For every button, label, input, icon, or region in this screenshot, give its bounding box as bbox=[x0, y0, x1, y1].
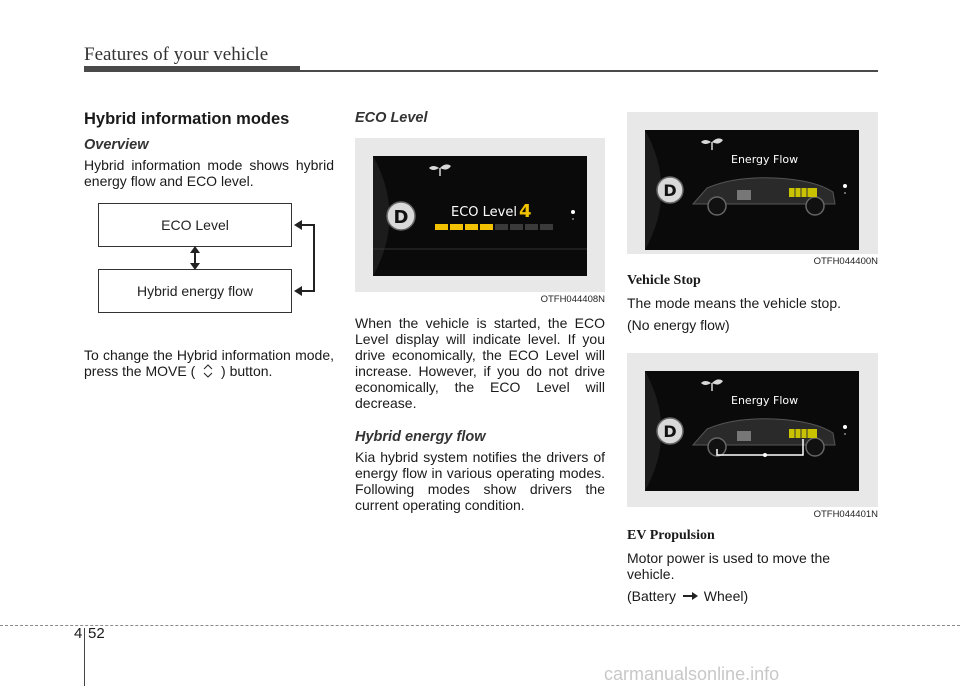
header-title: Features of your vehicle bbox=[84, 44, 269, 65]
gear-d-icon: D bbox=[656, 417, 684, 445]
screen-value: 4 bbox=[519, 201, 532, 222]
eco-level-display: D ECO Level 4 bbox=[373, 156, 587, 276]
figure-id: OTFH044401N bbox=[813, 509, 878, 520]
diagram-arrows bbox=[190, 220, 315, 296]
battery-icon bbox=[789, 188, 817, 197]
gear-d-icon: D bbox=[386, 201, 416, 231]
ev-note-after: Wheel) bbox=[703, 588, 749, 604]
figure-id: OTFH044408N bbox=[540, 294, 605, 305]
ev-note-before: (Battery bbox=[627, 588, 677, 604]
arrow-right-icon bbox=[682, 592, 698, 600]
leaf-icon bbox=[701, 138, 723, 150]
column-right: Energy Flow D bbox=[627, 112, 878, 604]
energy-flow-display-stop: Energy Flow D bbox=[645, 130, 859, 250]
subheading-overview: Overview bbox=[84, 137, 149, 153]
ev-propulsion-screen: Energy Flow D bbox=[645, 371, 859, 491]
car-silhouette-icon bbox=[691, 177, 836, 216]
screen-title: Energy Flow bbox=[731, 153, 798, 166]
intro-paragraph: Hybrid information mode shows hybrid ene… bbox=[84, 157, 334, 189]
subheading-eco-level: ECO Level bbox=[355, 110, 428, 126]
instruction-paragraph: To change the Hybrid information mode, p… bbox=[84, 347, 334, 379]
page-number: 52 bbox=[88, 625, 105, 642]
diagram-box-hybrid-energy-flow: Hybrid energy flow bbox=[98, 269, 292, 313]
caption-ev-propulsion: EV Propulsion bbox=[627, 528, 715, 543]
instruction-text-after: ) button. bbox=[221, 363, 273, 379]
column-left: Hybrid information modes Overview Hybrid… bbox=[84, 110, 334, 379]
page-number-divider bbox=[84, 628, 85, 686]
battery-icon bbox=[789, 429, 817, 438]
leaf-icon bbox=[429, 164, 451, 176]
ev-propulsion-note: (Battery Wheel) bbox=[627, 588, 878, 604]
section-heading: Hybrid information modes bbox=[84, 110, 290, 128]
eco-level-figure: D ECO Level 4 bbox=[355, 138, 605, 292]
eco-level-paragraph: When the vehicle is started, the ECO Lev… bbox=[355, 315, 605, 411]
gear-d-icon: D bbox=[656, 176, 684, 204]
diagram-box-hybrid-energy-flow-label: Hybrid energy flow bbox=[137, 283, 253, 299]
vehicle-stop-screen: Energy Flow D bbox=[645, 130, 859, 250]
energy-flow-paragraph: Kia hybrid system notifies the drivers o… bbox=[355, 449, 605, 513]
column-middle: ECO Level D ECO Level 4 bbox=[355, 110, 605, 513]
figure-id: OTFH044400N bbox=[813, 256, 878, 267]
watermark: carmanualsonline.info bbox=[604, 664, 780, 684]
diagram-box-eco-level: ECO Level bbox=[98, 203, 292, 247]
eco-level-segment bbox=[435, 224, 448, 230]
header-rule-thick bbox=[84, 66, 300, 72]
eco-level-segment bbox=[540, 224, 553, 230]
instruction-text-before: To change the Hybrid information mode, p… bbox=[84, 347, 334, 379]
diagram-box-eco-level-label: ECO Level bbox=[161, 217, 229, 233]
mode-diagram: ECO Level Hybrid energy flow bbox=[84, 203, 334, 337]
caption-vehicle-stop: Vehicle Stop bbox=[627, 273, 701, 288]
screen-title: Energy Flow bbox=[731, 394, 798, 407]
leaf-icon bbox=[701, 379, 723, 391]
vehicle-stop-note: (No energy flow) bbox=[627, 317, 730, 333]
vehicle-stop-figure: Energy Flow D bbox=[627, 112, 878, 254]
energy-flow-display-ev: Energy Flow D bbox=[645, 371, 859, 491]
footer-rule bbox=[0, 625, 960, 626]
eco-level-segment bbox=[525, 224, 538, 230]
eco-level-segment bbox=[510, 224, 523, 230]
ev-propulsion-figure: Energy Flow D bbox=[627, 353, 878, 507]
svg-text:D: D bbox=[663, 422, 676, 441]
subheading-hybrid-energy-flow: Hybrid energy flow bbox=[355, 429, 486, 445]
ev-propulsion-text: Motor power is used to move the vehicle. bbox=[627, 550, 831, 582]
header-rule-thin bbox=[300, 70, 878, 72]
eco-level-segment bbox=[480, 224, 493, 230]
energy-flow-line bbox=[716, 439, 804, 457]
screen-title: ECO Level bbox=[451, 205, 517, 220]
eco-level-segment bbox=[450, 224, 463, 230]
eco-level-segment bbox=[495, 224, 508, 230]
page-section-number: 4 bbox=[74, 625, 83, 642]
eco-level-segment bbox=[465, 224, 478, 230]
move-up-down-icon bbox=[203, 364, 213, 378]
vehicle-stop-text: The mode means the vehicle stop. bbox=[627, 295, 842, 311]
svg-text:D: D bbox=[394, 207, 409, 228]
eco-level-screen: D ECO Level 4 bbox=[373, 156, 587, 276]
svg-text:D: D bbox=[663, 181, 676, 200]
eco-level-bars bbox=[435, 224, 553, 230]
